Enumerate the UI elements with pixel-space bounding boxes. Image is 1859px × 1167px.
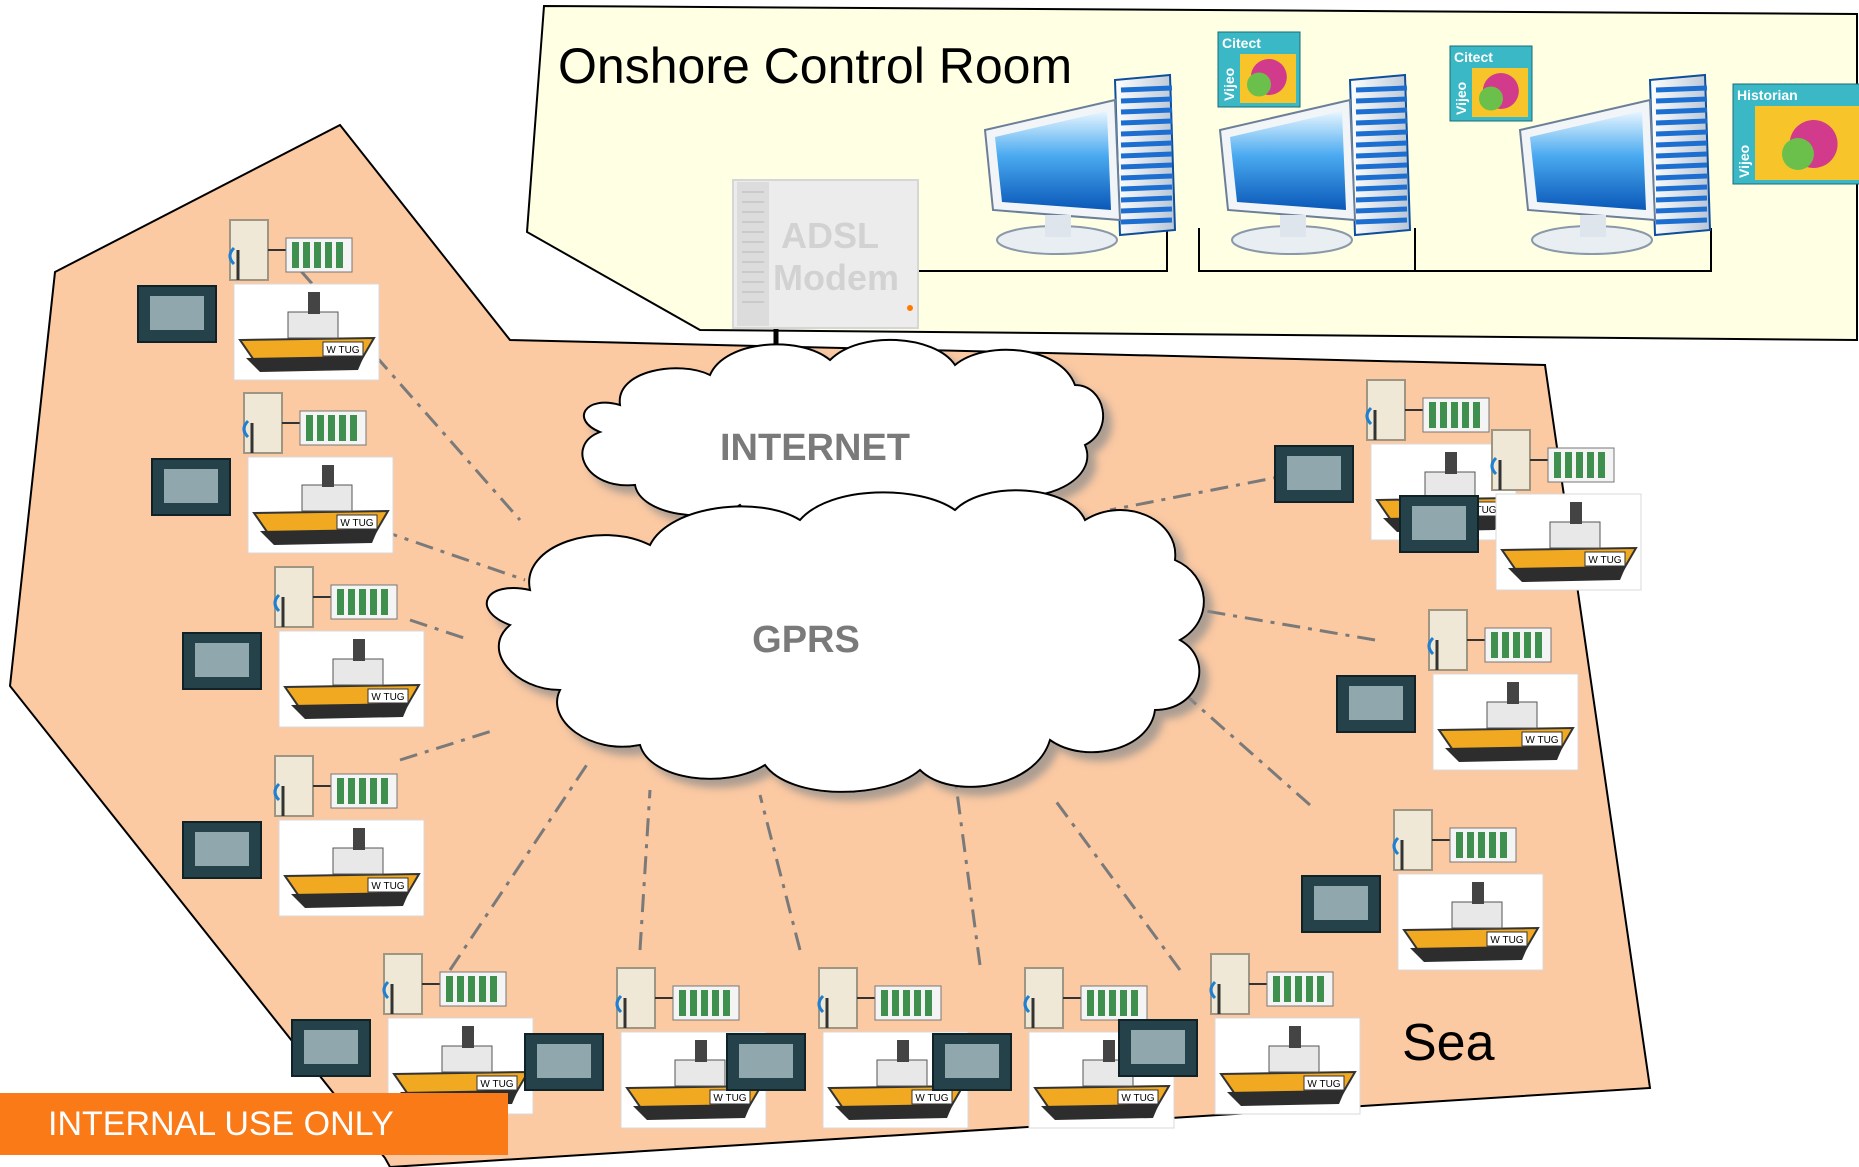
gprs-modem-unit [1366,379,1406,441]
tug-station: W TUG [151,392,394,554]
modem-label-line2: Modem [773,257,899,298]
software-brand-label: Citect [1454,49,1493,65]
gprs-modem-unit [1393,809,1433,871]
gprs-link [448,759,592,971]
gprs-modem-unit [229,219,269,281]
tug-hull-label: W TUG [340,518,373,529]
tug-hull-label: W TUG [1588,555,1621,566]
classification-text: INTERNAL USE ONLY [48,1105,394,1143]
gprs-modem-unit [243,392,283,454]
gprs-link [1199,608,1376,642]
tug-hull-label: W TUG [1121,1093,1154,1104]
software-product-label: Vijeo [1453,82,1469,115]
tug-hull-label: W TUG [326,345,359,356]
gprs-modem-unit [274,566,314,628]
gprs-cloud [485,489,1205,793]
tug-station: W TUG [182,566,425,728]
classification-badge: INTERNAL USE ONLY [0,1093,508,1155]
tug-hull-label: W TUG [713,1093,746,1104]
tug-hull-label: W TUG [1525,735,1558,746]
tug-hull-label: W TUG [1463,505,1496,516]
tug-station: W TUG [1336,609,1579,771]
gprs-modem-unit [383,953,423,1015]
tug-hull-label: W TUG [1490,935,1523,946]
tug-hull-label: W TUG [1307,1079,1340,1090]
tug-station: W TUG [932,967,1175,1129]
tug-station: W TUG [1118,953,1361,1115]
gprs-link [1179,688,1311,807]
software-brand-label: Historian [1737,87,1798,103]
gprs-label: GPRS [752,619,860,661]
internet-label: INTERNET [720,427,910,469]
gprs-link [379,528,526,582]
workstation-computer [983,73,1177,255]
gprs-link [409,618,471,642]
software-product-label: Vijeo [1736,145,1752,178]
gprs-link [758,794,802,951]
adsl-modem: ADSL Modem [732,179,919,329]
gprs-link [1053,799,1182,971]
workstation-computer [1218,73,1412,255]
software-brand-label: Citect [1222,35,1261,51]
gprs-modem-unit [1210,953,1250,1015]
tug-station: W TUG [1399,429,1642,591]
gprs-modem-unit [1491,429,1531,491]
tug-hull-label: W TUG [915,1093,948,1104]
tug-station: W TUG [1301,809,1544,971]
gprs-modem-unit [274,755,314,817]
tug-hull-label: W TUG [371,881,404,892]
tug-station: W TUG [137,219,380,381]
tug-station: W TUG [182,755,425,917]
gprs-modem-unit [1428,609,1468,671]
gprs-modem-unit [818,967,858,1029]
tug-hull-label: W TUG [480,1079,513,1090]
sea-label: Sea [1402,1014,1495,1072]
control-room-title: Onshore Control Room [558,38,1072,94]
workstation-computer [1518,73,1712,255]
gprs-link [399,728,496,762]
internet-cloud [581,338,1104,529]
modem-label-line1: ADSL [781,215,879,256]
software-product-label: Vijeo [1221,68,1237,101]
tug-hull-label: W TUG [371,692,404,703]
lan-cabling [905,228,1712,272]
gprs-modem-unit [1024,967,1064,1029]
gprs-modem-unit [616,967,656,1029]
gprs-link [638,789,652,951]
